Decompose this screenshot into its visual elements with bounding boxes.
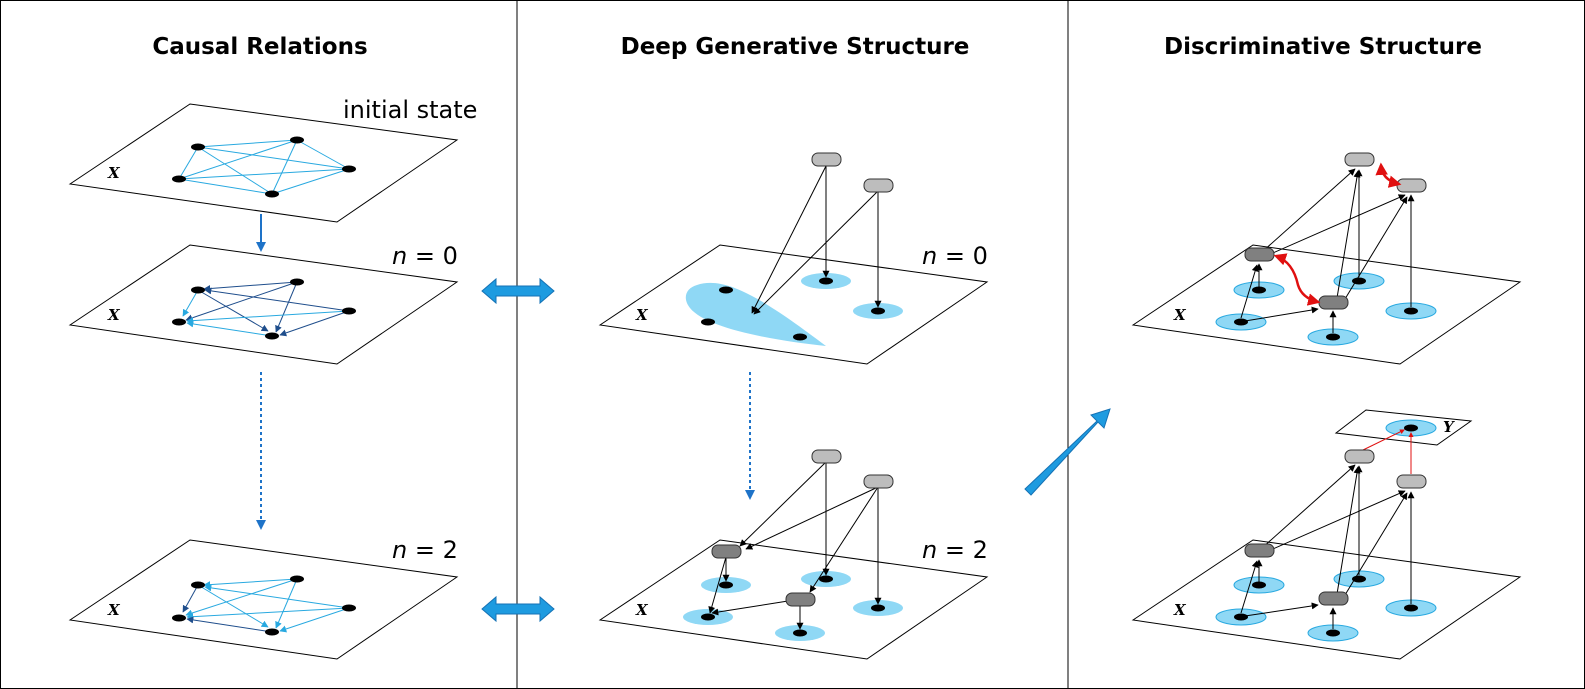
n-symbol: n [922,536,938,564]
latent-node [1344,449,1375,464]
causal-n2-layer [68,539,459,660]
n2-value: = 2 [937,536,988,564]
latent-node [1396,474,1427,489]
latent-node [1318,591,1349,606]
x-label: X [108,306,120,324]
variable-nodes [172,575,356,636]
equivalence-arrow-n0 [481,277,555,305]
plane [68,539,459,660]
n-symbol: n [922,242,938,270]
variable-ellipses [683,571,903,641]
discriminative-edges [1240,168,1415,333]
bidirected-edge [1273,253,1321,306]
latent-node [863,474,894,489]
equivalence-arrow-n2 [481,595,555,623]
n0-value: = 0 [407,242,458,270]
panel-title-generative: Deep Generative Structure [620,34,970,60]
x-label: X [108,601,120,619]
directed-edges [182,281,350,337]
generative-edges [708,461,882,630]
variable-nodes [1234,575,1418,637]
panel-title-discriminative: Discriminative Structure [1164,34,1482,60]
latent-node [785,592,816,607]
generative-n0-layer [598,152,989,365]
latent-node [1244,247,1275,262]
n2-value: = 2 [407,536,458,564]
panel-title-causal: Causal Relations [152,34,368,60]
x-label: X [636,306,648,324]
x-label: X [1174,601,1186,619]
n2-label-causal: n = 2 [392,536,458,564]
plane [68,244,459,365]
variable-nodes [172,278,356,340]
initial-state-label: initial state [343,96,478,124]
variable-nodes [1234,277,1418,341]
latent-node [1396,178,1427,193]
variable-nodes [172,136,356,198]
latent-node [863,178,894,193]
n0-value: = 0 [937,242,988,270]
n0-label-generative: n = 0 [922,242,988,270]
target-node [1404,424,1418,432]
discriminative-edges [1240,464,1415,629]
n-symbol: n [392,536,408,564]
variable-nodes [701,277,885,341]
discriminative-bottom-layer [1131,409,1522,660]
plane [68,103,459,223]
transition-arrow-diagonal [1024,408,1111,496]
x-label: X [1174,306,1186,324]
x-label: X [636,601,648,619]
causal-initial-layer [68,103,459,223]
bidirected-edge [1375,162,1402,188]
discriminative-top-layer [1131,152,1522,365]
undirected-edges [178,139,350,195]
latent-node [811,449,842,464]
n2-label-generative: n = 2 [922,536,988,564]
latent-node [1244,543,1275,558]
plane [598,244,989,365]
variable-nodes [701,575,885,637]
generative-edges [751,165,882,315]
latent-node [1344,152,1375,167]
generative-n2-layer [598,449,989,660]
latent-node [711,544,742,559]
directed-edges [182,578,350,633]
latent-node [1318,295,1349,310]
n0-label-causal: n = 0 [392,242,458,270]
x-label: X [108,164,120,182]
prediction-edges [1362,429,1414,474]
causal-n0-layer [68,244,459,365]
y-label: Y [1443,418,1454,436]
latent-node [811,152,842,167]
n-symbol: n [392,242,408,270]
